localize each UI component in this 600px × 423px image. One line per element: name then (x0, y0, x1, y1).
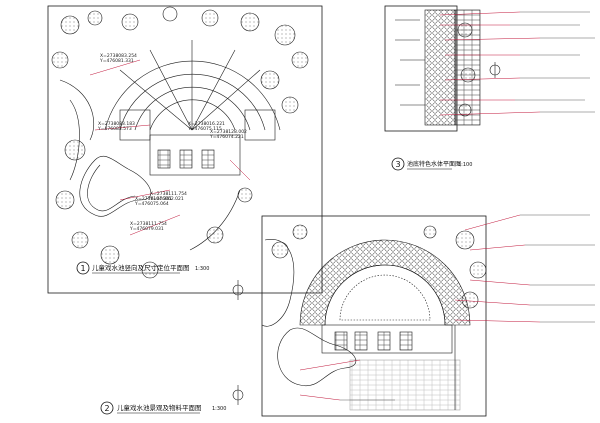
coord-y-6: Y=476075.064 (134, 201, 169, 207)
coord-y-2: Y=476083.573 (97, 126, 132, 132)
coord-x-2: X=2738083.183 (98, 121, 135, 127)
drawing-title: 儿童戏水池竖向及尺寸定位平面图 (92, 263, 190, 272)
coord-y-7: Y=476074.221 (209, 134, 244, 140)
title-block-3: 3 池底特色水体平面图 1:100 (391, 157, 472, 171)
drawing-scale: 1:300 (212, 406, 226, 412)
drawing-number: 3 (395, 160, 400, 169)
coord-y-4: Y=476062.021 (149, 196, 184, 202)
tree-cluster (51, 6, 309, 279)
plan-1-content (51, 6, 309, 279)
drawing-title: 儿童戏水池景观及物料平面图 (117, 403, 202, 412)
plan-3-content (395, 9, 595, 126)
title-block-2: 2 儿童戏水池景观及物料平面图 1:300 (100, 401, 226, 415)
coord-y-3: Y=476075.115 (187, 126, 222, 132)
coord-x-5: X=2738111.754 (130, 221, 167, 227)
plan-2-content (232, 214, 595, 411)
plan-1-frame (47, 5, 323, 294)
plan-2-frame (261, 215, 487, 417)
coordinate-labels: X=2738083.254 Y=476081.331 X=2738083.183… (97, 53, 247, 232)
drawing-scale: 1:300 (195, 266, 209, 272)
title-block-1: 1 儿童戏水池竖向及尺寸定位平面图 1:300 (76, 261, 209, 275)
coord-x-3: X=2738016.221 (188, 121, 225, 127)
coord-x-6: X=2738104.361 (135, 196, 172, 202)
coord-y-5: Y=476079.031 (129, 226, 164, 232)
coord-x-7: X=2738128.002 (210, 129, 247, 135)
drawing-number: 2 (104, 404, 109, 413)
coord-x-1: X=2738083.254 (100, 53, 137, 59)
drawing-title: 池底特色水体平面图 (407, 160, 461, 168)
drawing-scale: 1:100 (458, 162, 472, 168)
drawing-number: 1 (80, 264, 85, 273)
coord-y-1: Y=476081.331 (99, 58, 134, 64)
coord-x-4: X=2738111.754 (150, 191, 187, 197)
